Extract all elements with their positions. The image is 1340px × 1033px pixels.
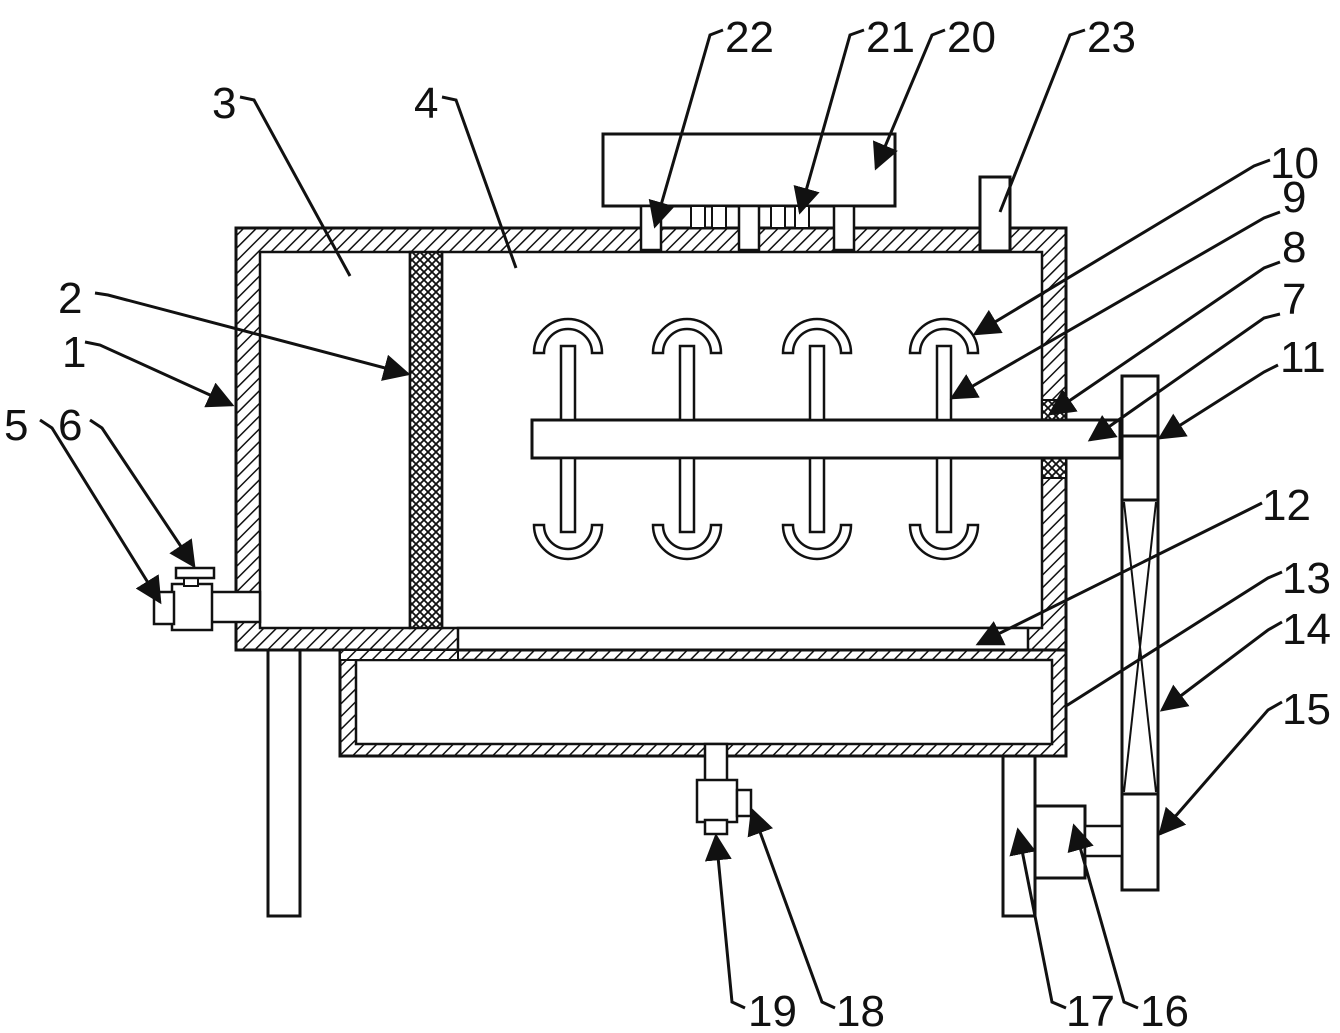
label-2: 2 <box>58 274 82 323</box>
left-valve <box>152 566 262 632</box>
left-leg <box>266 648 302 918</box>
filter-screen <box>408 250 444 630</box>
label-14: 14 <box>1282 605 1331 654</box>
leader-lines <box>39 28 1283 1010</box>
label-1: 1 <box>62 328 86 377</box>
drain-valve <box>695 742 753 836</box>
label-13: 13 <box>1282 554 1331 603</box>
label-11: 11 <box>1280 333 1326 382</box>
stirring-assembly <box>530 317 1122 561</box>
top-unit <box>601 132 897 252</box>
stirring-blade-2 <box>651 317 723 561</box>
label-16: 16 <box>1140 987 1189 1033</box>
label-17: 17 <box>1066 987 1115 1033</box>
left-chamber <box>258 250 412 630</box>
label-23: 23 <box>1087 13 1136 62</box>
label-20: 20 <box>947 13 996 62</box>
vent-pipe <box>978 175 1012 253</box>
label-7: 7 <box>1282 275 1306 324</box>
label-4: 4 <box>414 79 438 128</box>
stirring-blade-1 <box>532 317 604 561</box>
label-8: 8 <box>1282 223 1306 272</box>
label-21: 21 <box>866 13 915 62</box>
belt-drive <box>1120 374 1160 892</box>
label-9: 9 <box>1282 173 1306 222</box>
label-15: 15 <box>1282 685 1331 734</box>
label-6: 6 <box>58 401 82 450</box>
part-labels: 1 2 3 4 5 6 7 8 9 10 11 12 13 14 15 16 1… <box>4 13 1331 1033</box>
label-22: 22 <box>725 13 774 62</box>
label-5: 5 <box>4 401 28 450</box>
stirring-blade-3 <box>781 317 853 561</box>
label-10: 10 <box>1270 139 1319 188</box>
label-3: 3 <box>212 79 236 128</box>
stirring-shaft <box>530 418 1122 460</box>
label-12: 12 <box>1262 481 1311 530</box>
label-19: 19 <box>748 987 797 1033</box>
collecting-tank <box>338 648 1068 758</box>
stirring-blade-4 <box>908 317 980 561</box>
label-18: 18 <box>836 987 885 1033</box>
